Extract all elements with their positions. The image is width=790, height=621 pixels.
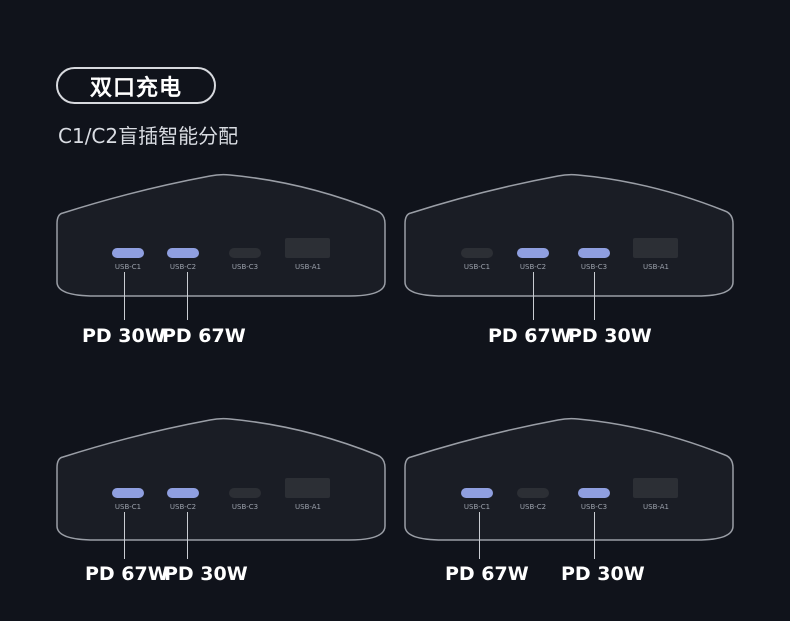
usb-c3-port bbox=[229, 488, 261, 498]
usb-c3-label: USB-C3 bbox=[231, 263, 259, 271]
usb-c2-label: USB-C2 bbox=[169, 503, 197, 511]
charger-outline bbox=[404, 417, 734, 541]
usb-c1-label: USB-C1 bbox=[114, 263, 142, 271]
usb-c1-port bbox=[112, 488, 144, 498]
usb-c2-label: USB-C2 bbox=[519, 503, 547, 511]
usb-a1-label: USB-A1 bbox=[295, 263, 321, 271]
power-output-c2: PD 67W bbox=[162, 325, 246, 347]
leader-line bbox=[187, 272, 188, 320]
leader-line bbox=[594, 512, 595, 559]
usb-a1-port bbox=[285, 238, 330, 258]
usb-c1-label: USB-C1 bbox=[114, 503, 142, 511]
power-output-c3: PD 30W bbox=[561, 563, 645, 585]
usb-c3-label: USB-C3 bbox=[580, 503, 608, 511]
usb-c1-port bbox=[461, 248, 493, 258]
charger-panel-3: USB-C1 USB-C2 USB-C3 USB-A1 bbox=[55, 414, 389, 542]
usb-c1-label: USB-C1 bbox=[463, 263, 491, 271]
usb-c2-port bbox=[517, 488, 549, 498]
leader-line bbox=[124, 512, 125, 559]
power-output-c1: PD 67W bbox=[445, 563, 529, 585]
leader-line bbox=[124, 272, 125, 320]
charger-panel-4: USB-C1 USB-C2 USB-C3 USB-A1 bbox=[403, 414, 737, 542]
charger-outline bbox=[56, 173, 386, 297]
usb-c3-port bbox=[578, 488, 610, 498]
leader-line bbox=[533, 272, 534, 320]
usb-c3-port bbox=[229, 248, 261, 258]
usb-a1-port bbox=[633, 478, 678, 498]
charger-outline bbox=[404, 173, 734, 297]
title-badge: 双口充电 bbox=[56, 67, 216, 104]
usb-c1-port bbox=[461, 488, 493, 498]
charger-outline bbox=[56, 417, 386, 541]
usb-c3-port bbox=[578, 248, 610, 258]
leader-line bbox=[479, 512, 480, 559]
power-output-c1: PD 30W bbox=[82, 325, 166, 347]
usb-c1-label: USB-C1 bbox=[463, 503, 491, 511]
power-output-c3: PD 30W bbox=[568, 325, 652, 347]
usb-c2-label: USB-C2 bbox=[169, 263, 197, 271]
usb-c1-port bbox=[112, 248, 144, 258]
usb-c2-label: USB-C2 bbox=[519, 263, 547, 271]
usb-a1-label: USB-A1 bbox=[643, 263, 669, 271]
title-text: 双口充电 bbox=[89, 75, 182, 101]
usb-c3-label: USB-C3 bbox=[231, 503, 259, 511]
power-output-c2: PD 67W bbox=[488, 325, 572, 347]
usb-a1-label: USB-A1 bbox=[643, 503, 669, 511]
charger-panel-2: USB-C1 USB-C2 USB-C3 USB-A1 bbox=[403, 170, 737, 298]
power-output-c1: PD 67W bbox=[85, 563, 169, 585]
leader-line bbox=[187, 512, 188, 559]
usb-a1-port bbox=[633, 238, 678, 258]
usb-c2-port bbox=[517, 248, 549, 258]
charger-panel-1: USB-C1 USB-C2 USB-C3 USB-A1 bbox=[55, 170, 389, 298]
usb-c2-port bbox=[167, 488, 199, 498]
usb-a1-label: USB-A1 bbox=[295, 503, 321, 511]
power-output-c2: PD 30W bbox=[164, 563, 248, 585]
subtitle: C1/C2盲插智能分配 bbox=[58, 124, 239, 148]
leader-line bbox=[594, 272, 595, 320]
usb-c2-port bbox=[167, 248, 199, 258]
usb-a1-port bbox=[285, 478, 330, 498]
usb-c3-label: USB-C3 bbox=[580, 263, 608, 271]
